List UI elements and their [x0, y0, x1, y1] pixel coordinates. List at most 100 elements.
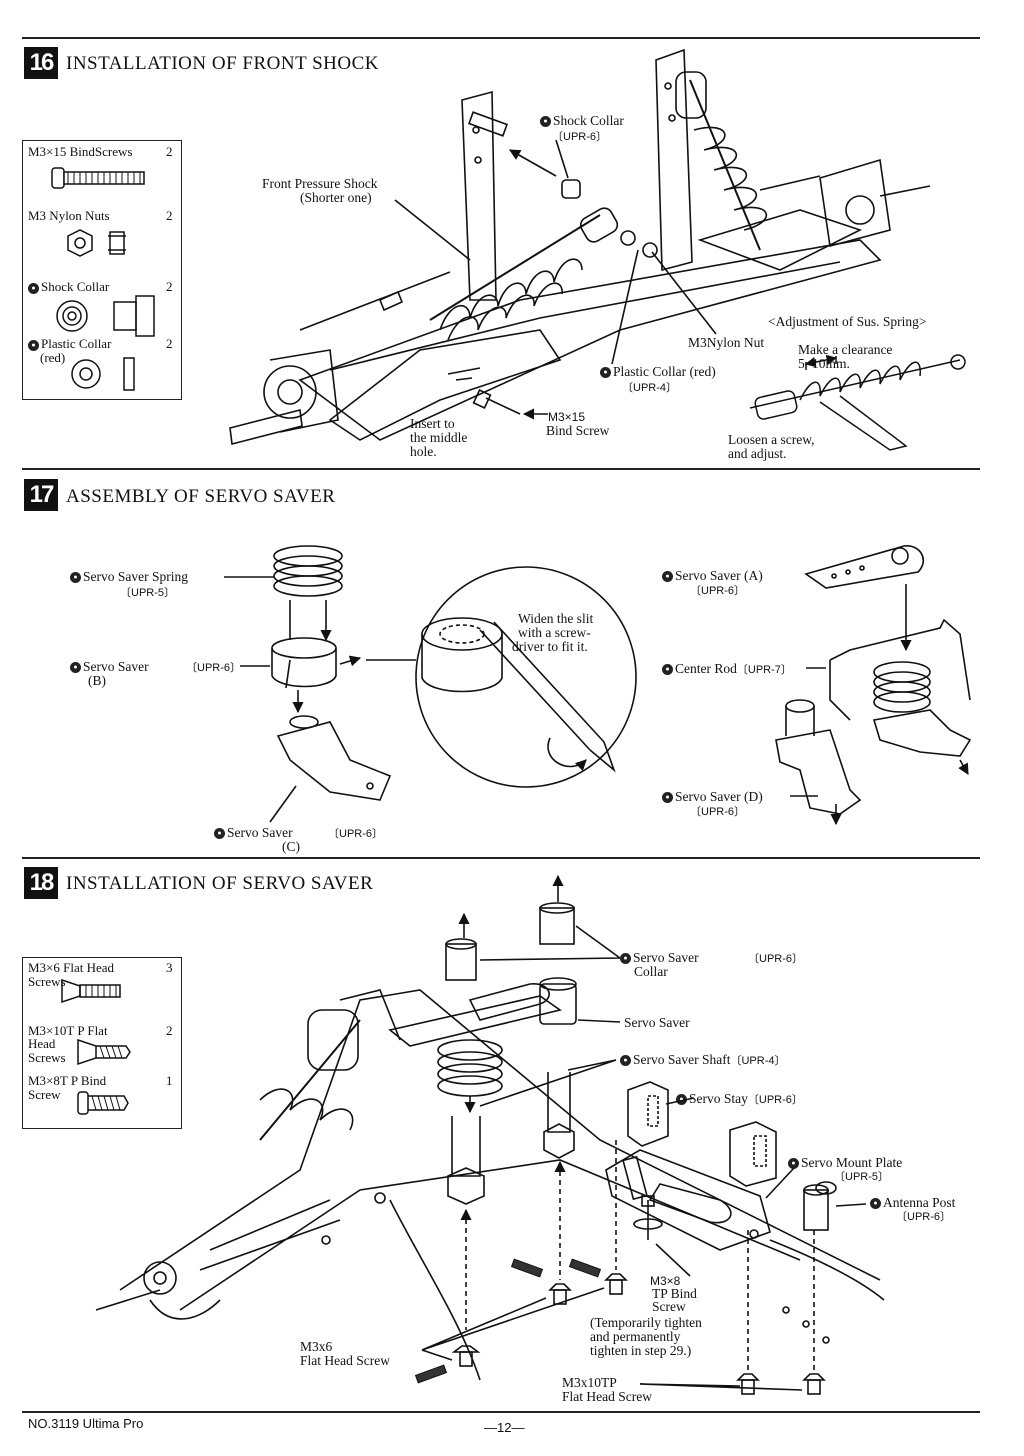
footer-page-number: —12— — [484, 1420, 525, 1435]
servo-saver-assembly-drawing — [775, 545, 972, 826]
label-servo-saver-spring: ●Servo Saver Spring — [70, 570, 188, 584]
part-number-icon: ● — [662, 792, 673, 804]
step-16-number: 16 — [24, 47, 58, 79]
servo-saver-installation-drawing — [95, 874, 885, 1395]
part-qty: 2 — [166, 144, 173, 159]
step-18-title: INSTALLATION OF SERVO SAVER — [66, 873, 374, 894]
label-collar-sub: Collar — [634, 964, 668, 979]
label-loosen: Loosen a screw, — [728, 432, 815, 447]
plastic-collar-icon — [71, 357, 135, 391]
label-saver-a-code: 〔UPR-6〕 — [690, 585, 746, 597]
part-qty: 2 — [166, 279, 173, 294]
label-servo-saver-d: ●Servo Saver (D) — [662, 790, 763, 804]
label-servo-saver-b: ●Servo Saver — [70, 660, 149, 674]
slit-detail-circle — [366, 566, 637, 788]
part-m3x10tp-sub: Head Screws — [28, 1036, 66, 1065]
shock-collar-icon — [56, 295, 155, 337]
label-servo-saver-a: ●Servo Saver (A) — [662, 569, 763, 583]
label-temporarily: and permanently — [590, 1329, 681, 1344]
part-m3x6-flat-head: M3×6 Flat Head — [28, 960, 115, 975]
tp-flat-head-screw-icon — [77, 1038, 131, 1066]
label-tp-bind: TP Bind — [652, 1286, 697, 1301]
label-widen: Widen the slit — [518, 611, 594, 626]
label-plastic-collar: ●Plastic Collar (red) — [600, 365, 716, 379]
label-antenna-code: 〔UPR-6〕 — [896, 1211, 952, 1223]
part-number-icon: ● — [70, 572, 81, 584]
part-m3x10tp-flat: M3×10T P Flat — [28, 1023, 108, 1038]
part-number-icon: ● — [214, 828, 225, 840]
divider-16-17 — [22, 468, 980, 470]
step-17-number: 17 — [24, 479, 58, 511]
label-saver-c-code: 〔UPR-6〕 — [328, 828, 384, 840]
label-temporarily: (Temporarily tighten — [590, 1315, 702, 1330]
label-plastic-collar-code: 〔UPR-4〕 — [622, 382, 678, 394]
part-number-icon: ● — [540, 116, 551, 128]
part-number-icon: ● — [28, 339, 39, 351]
divider-17-18 — [22, 857, 980, 859]
label-spring-code: 〔UPR-5〕 — [120, 587, 176, 599]
label-center-rod: ●Center Rod〔UPR-7〕 — [662, 662, 792, 677]
top-rule — [22, 37, 980, 39]
part-qty: 3 — [166, 960, 173, 975]
flat-head-screw-icon — [61, 978, 121, 1004]
label-collar-code: 〔UPR-6〕 — [748, 953, 804, 965]
label-temporarily: tighten in step 29.) — [590, 1343, 692, 1358]
part-number-icon: ● — [70, 662, 81, 674]
label-insert: the middle — [410, 430, 468, 445]
part-number-icon: ● — [620, 953, 631, 965]
label-front-shock: Front Pressure Shock — [262, 176, 378, 191]
label-servo-saver-collar: ●Servo Saver — [620, 951, 699, 965]
label-tp-bind-screw: Screw — [652, 1299, 686, 1314]
part-shock-collar: ●Shock Collar — [28, 279, 109, 295]
label-saver-b-letter: (B) — [88, 673, 106, 688]
part-number-icon: ● — [662, 571, 673, 583]
label-shock-collar: ●Shock Collar — [540, 114, 624, 128]
part-plastic-collar: ●Plastic Collar — [28, 336, 111, 352]
part-m3x15-bindscrews: M3×15 BindScrews — [28, 144, 133, 159]
label-front-shock-sub: (Shorter one) — [300, 190, 372, 205]
servo-saver-b-drawing — [240, 637, 362, 689]
label-m3x10tp-size: M3x10TP — [562, 1375, 617, 1390]
bottom-rule — [22, 1411, 980, 1413]
label-servo-saver-shaft: ●Servo Saver Shaft〔UPR-4〕 — [620, 1053, 786, 1068]
spring-adjustment-detail — [749, 354, 966, 451]
tp-bind-screw-icon — [77, 1091, 129, 1115]
step-18-number: 18 — [24, 867, 58, 899]
label-adjust: and adjust. — [728, 446, 787, 461]
part-number-icon: ● — [28, 282, 39, 294]
label-servo-mount-plate: ●Servo Mount Plate — [788, 1156, 902, 1170]
label-mount-plate-code: 〔UPR-5〕 — [834, 1171, 890, 1183]
label-clearance: Make a clearance — [798, 342, 893, 357]
part-qty: 1 — [166, 1073, 173, 1088]
label-antenna-post: ●Antenna Post — [870, 1196, 955, 1210]
label-bind-screw-size: M3×15 — [548, 410, 586, 424]
label-m3x6-screw: Flat Head Screw — [300, 1353, 390, 1368]
part-plastic-collar-color: (red) — [40, 350, 66, 365]
step-17-title: ASSEMBLY OF SERVO SAVER — [66, 486, 336, 507]
nylon-nut-icon — [67, 229, 126, 257]
label-widen: driver to fit it. — [512, 639, 588, 654]
footer-model: NO.3119 Ultima Pro — [28, 1416, 144, 1431]
front-chassis-drawing — [229, 48, 931, 446]
label-saver-c-letter: (C) — [282, 839, 300, 854]
label-shock-collar-code: 〔UPR-6〕 — [552, 131, 608, 143]
bind-screw-icon — [51, 167, 145, 189]
label-servo-saver-c: ●Servo Saver — [214, 826, 293, 840]
part-m3x8tp-bind: M3×8T P Bind — [28, 1073, 107, 1088]
part-number-icon: ● — [870, 1198, 881, 1210]
label-m3x6-size: M3x6 — [300, 1339, 333, 1354]
part-m3x8tp-sub: Screw — [28, 1087, 61, 1102]
part-qty: 2 — [166, 1023, 173, 1038]
part-m3-nylon-nuts: M3 Nylon Nuts — [28, 208, 110, 223]
label-saver-d-code: 〔UPR-6〕 — [690, 806, 746, 818]
servo-saver-c-drawing — [269, 690, 392, 823]
label-tp-bind-size: M3×8 — [650, 1274, 681, 1288]
label-saver-b-code: 〔UPR-6〕 — [186, 662, 242, 674]
label-m3x10tp-screw: Flat Head Screw — [562, 1389, 652, 1404]
part-m3x6-sub: Screws — [28, 974, 66, 989]
servo-saver-spring-drawing — [224, 545, 343, 640]
step-16-title: INSTALLATION OF FRONT SHOCK — [66, 53, 380, 74]
part-qty: 2 — [166, 336, 173, 351]
label-nylon-nut: M3Nylon Nut — [688, 335, 765, 350]
